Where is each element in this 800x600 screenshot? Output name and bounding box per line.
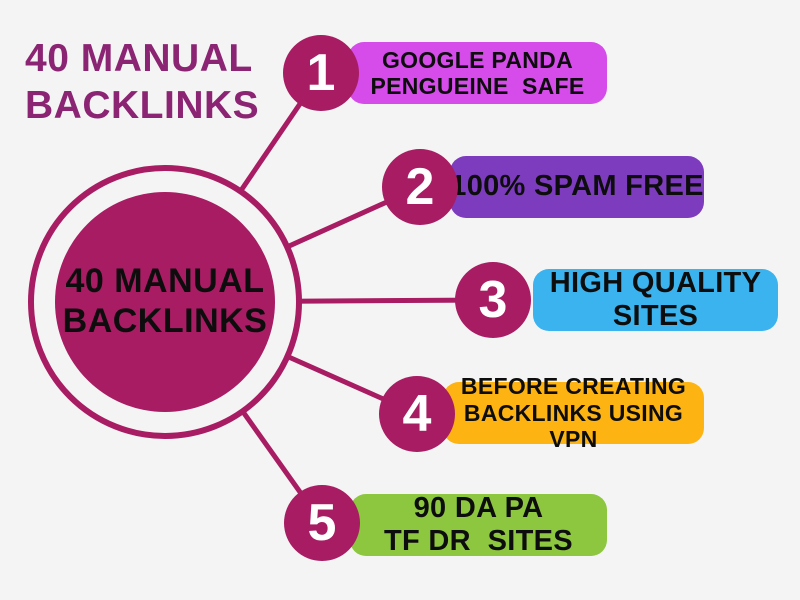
step-bar-3: HIGH QUALITY SITES	[533, 266, 778, 332]
step-label-2: 100% SPAM FREE	[450, 170, 704, 203]
step-number-4: 4	[379, 376, 455, 452]
hub-ring: 40 MANUAL BACKLINKS	[28, 165, 302, 439]
page-title-line-2: BACKLINKS	[25, 83, 260, 127]
step-label-1: GOOGLE PANDA PENGUEINE SAFE	[370, 46, 585, 99]
step-bar-2: 100% SPAM FREE	[450, 156, 704, 218]
step-number-2: 2	[382, 149, 458, 225]
page-title: 40 MANUAL BACKLINKS	[25, 36, 259, 130]
step-bar-5: 90 DA PA TF DR SITES	[350, 491, 607, 557]
step-number-3: 3	[455, 262, 531, 338]
hub-disc: 40 MANUAL BACKLINKS	[55, 192, 275, 412]
hub-label: 40 MANUAL BACKLINKS	[63, 262, 268, 342]
step-label-5: 90 DA PA TF DR SITES	[384, 491, 573, 557]
hub-label-line-1: 40 MANUAL	[65, 262, 265, 301]
hub-label-line-2: BACKLINKS	[62, 302, 268, 340]
page-title-line-1: 40 MANUAL	[25, 37, 253, 80]
step-label-4: BEFORE CREATING BACKLINKS USING VPN	[460, 373, 687, 453]
step-bar-4: BEFORE CREATING BACKLINKS USING VPN	[443, 373, 704, 452]
step-bar-1: GOOGLE PANDA PENGUEINE SAFE	[348, 42, 607, 104]
step-label-3: HIGH QUALITY SITES	[549, 266, 762, 332]
step-number-1: 1	[283, 35, 359, 111]
step-number-5: 5	[284, 485, 360, 561]
